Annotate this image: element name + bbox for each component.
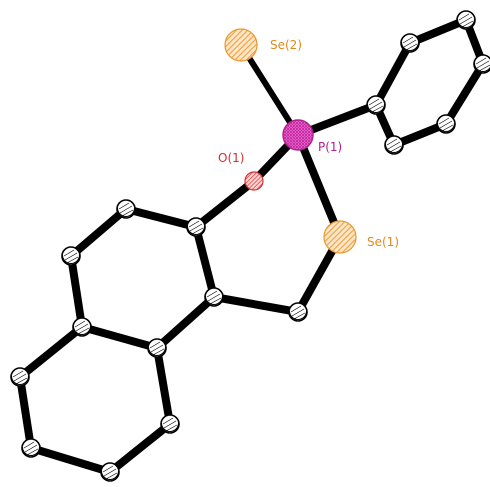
p1-atom: [282, 119, 314, 151]
atoms: [10, 10, 490, 482]
label-p1: P(1): [318, 140, 342, 154]
phenyl-ring-bonds: [372, 16, 487, 149]
label-o1: O(1): [218, 151, 244, 165]
bond-p-se1: [294, 131, 344, 241]
label-se1: Se(1): [367, 235, 399, 249]
bonds: [16, 16, 487, 476]
naphthalene-bonds: [16, 205, 218, 476]
o1-atom: [244, 171, 264, 191]
atom-labels: Se(2) P(1) O(1) Se(1): [218, 38, 399, 249]
bond-p-se2: [238, 42, 301, 138]
bond-ch2-c: [210, 293, 302, 316]
bond-o1-c: [192, 177, 258, 231]
se2-atom: [224, 28, 258, 62]
se1-atom: [323, 220, 357, 254]
label-se2: Se(2): [270, 38, 302, 52]
